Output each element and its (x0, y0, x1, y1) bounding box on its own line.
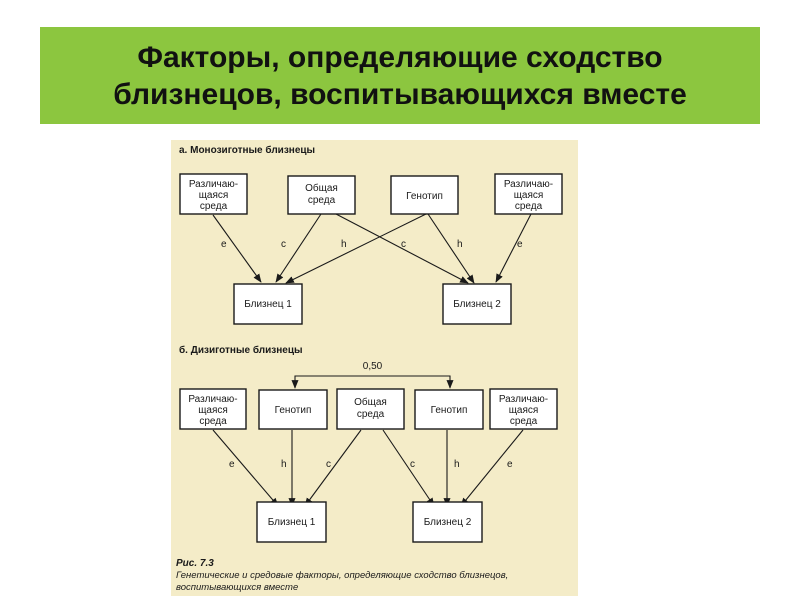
svg-text:Близнец 1: Близнец 1 (244, 299, 292, 310)
edge-label-b-c-right: c (410, 459, 415, 470)
edge-a-env-right-twin2 (495, 213, 532, 283)
svg-text:Общая: Общая (305, 182, 338, 194)
svg-text:Близнец 2: Близнец 2 (453, 299, 501, 310)
twin-factors-diagram: а. Монозиготные близнецы e c h c h e Раз… (176, 144, 563, 593)
title-banner: Факторы, определяющие сходство близнецов… (40, 27, 760, 124)
edge-b-env-left-twin1 (212, 429, 279, 507)
svg-text:Генотип: Генотип (431, 405, 468, 416)
edge-label-b-h-right: h (454, 459, 460, 470)
svg-text:щаяся: щаяся (199, 190, 229, 201)
box-b-twin2: Близнец 2 (412, 501, 483, 543)
svg-text:среда: среда (199, 416, 227, 427)
correlation-bracket (291, 375, 454, 389)
caption-line-2: воспитывающихся вместе (176, 582, 298, 593)
title-line-2: близнецов, воспитывающихся вместе (113, 77, 687, 111)
svg-text:Различаю-: Различаю- (188, 394, 237, 405)
edge-label-a-c-right: c (401, 239, 406, 250)
caption-line-1: Генетические и средовые факторы, определ… (176, 570, 508, 581)
edge-label-a-e-right: e (517, 239, 523, 250)
edge-a-genotype-twin2 (427, 213, 475, 284)
correlation-label: 0,50 (363, 361, 383, 372)
box-a-twin1: Близнец 1 (233, 283, 303, 325)
svg-text:среда: среда (515, 201, 543, 212)
box-a-env-left: Различаю- щаяся среда (179, 173, 248, 215)
title-line-1: Факторы, определяющие сходство (137, 40, 663, 74)
edge-label-a-c-left: c (281, 239, 286, 250)
edge-b-env-right-twin2 (460, 429, 524, 507)
figure-panel: а. Монозиготные близнецы e c h c h e Раз… (171, 140, 578, 596)
svg-text:Генотип: Генотип (406, 191, 443, 202)
box-a-genotype: Генотип (390, 175, 459, 215)
edge-a-env-left-twin1 (212, 214, 262, 283)
box-a-shared: Общая среда (287, 175, 356, 215)
svg-text:Близнец 1: Близнец 1 (268, 517, 316, 528)
svg-text:Общая: Общая (354, 396, 387, 408)
box-b-genotype1: Генотип (258, 389, 328, 430)
box-b-env-right: Различаю- щаяся среда (489, 388, 558, 430)
caption-title: Рис. 7.3 (176, 558, 214, 569)
edge-a-genotype-twin1 (285, 213, 427, 284)
box-b-env-left: Различаю- щаяся среда (179, 388, 247, 430)
svg-text:щаяся: щаяся (514, 190, 544, 201)
edge-a-shared-twin1 (275, 213, 322, 283)
svg-text:Близнец 2: Близнец 2 (424, 517, 472, 528)
edge-label-a-h-right: h (457, 239, 463, 250)
svg-text:Различаю-: Различаю- (504, 179, 553, 190)
svg-text:среда: среда (308, 195, 336, 206)
edge-a-shared-twin2 (335, 213, 469, 284)
box-b-twin1: Близнец 1 (256, 501, 327, 543)
box-a-env-right: Различаю- щаяся среда (494, 173, 563, 215)
svg-text:щаяся: щаяся (198, 405, 228, 416)
box-a-twin2: Близнец 2 (442, 283, 512, 325)
svg-text:щаяся: щаяся (509, 405, 539, 416)
svg-text:среда: среда (510, 416, 538, 427)
edge-b-shared-twin2 (382, 429, 435, 507)
svg-text:Различаю-: Различаю- (499, 394, 548, 405)
svg-text:Различаю-: Различаю- (189, 179, 238, 190)
section-b-label: б. Дизиготные близнецы (179, 344, 303, 356)
svg-text:Генотип: Генотип (275, 405, 312, 416)
svg-text:среда: среда (200, 201, 228, 212)
edge-label-a-h-left: h (341, 239, 347, 250)
edge-label-a-e-left: e (221, 239, 227, 250)
edge-label-b-h-left: h (281, 459, 287, 470)
box-b-genotype2: Генотип (414, 389, 484, 430)
edge-label-b-c-left: c (326, 459, 331, 470)
edge-label-b-e-left: e (229, 459, 235, 470)
edge-label-b-e-right: e (507, 459, 513, 470)
section-a-label: а. Монозиготные близнецы (179, 144, 315, 156)
svg-text:среда: среда (357, 409, 385, 420)
edge-b-shared-twin1 (304, 429, 362, 507)
box-b-shared: Общая среда (336, 388, 405, 430)
